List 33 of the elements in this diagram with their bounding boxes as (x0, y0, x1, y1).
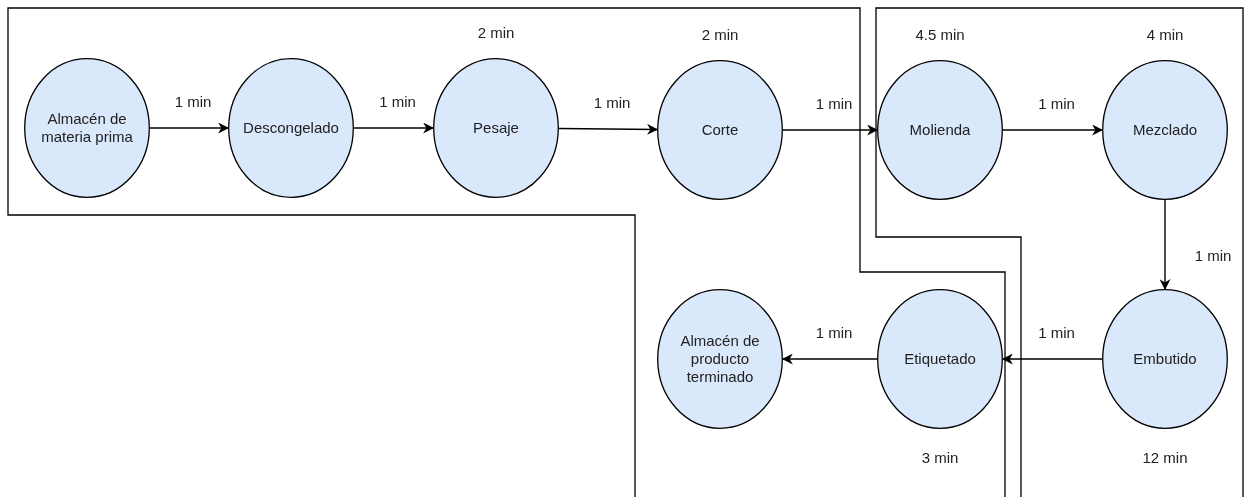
step-label: Corte (701, 121, 739, 139)
process-circle (877, 289, 1003, 429)
process-circle (657, 60, 783, 200)
duration-label: 2 min (477, 23, 515, 41)
process-circle (1102, 60, 1228, 200)
step-label: Pesaje (473, 119, 519, 137)
step-label: Almacén de materia prima (40, 110, 134, 146)
edge-label: 1 min (1038, 94, 1075, 112)
duration-label: 3 min (921, 448, 959, 466)
step-label: Mezclado (1132, 121, 1198, 139)
process-circle (877, 60, 1003, 200)
process-circle (433, 58, 559, 198)
edge-label: 1 min (815, 323, 853, 341)
step-label: Descongelado (243, 119, 339, 137)
duration-label: 2 min (701, 25, 739, 43)
process-circle (1102, 289, 1228, 429)
process-circle (228, 58, 354, 198)
edge-label: 1 min (815, 94, 853, 112)
edge-label: 1 min (1194, 246, 1232, 263)
edge-label: 1 min (174, 92, 212, 110)
duration-label: 4 min (1146, 25, 1184, 43)
edge-label: 1 min (593, 93, 631, 111)
step-label: Molienda (909, 121, 971, 139)
process-circle (657, 289, 783, 429)
duration-label: 12 min (1142, 448, 1188, 466)
edge-label: 1 min (1038, 323, 1075, 341)
process-circle (24, 58, 150, 198)
step-label: Embutido (1133, 350, 1197, 368)
edge-label: 1 min (379, 92, 416, 110)
step-label: Almacén de producto terminado (679, 332, 761, 386)
step-label: Etiquetado (904, 350, 976, 368)
arrow (1159, 199, 1171, 291)
duration-label: 4.5 min (915, 25, 965, 43)
